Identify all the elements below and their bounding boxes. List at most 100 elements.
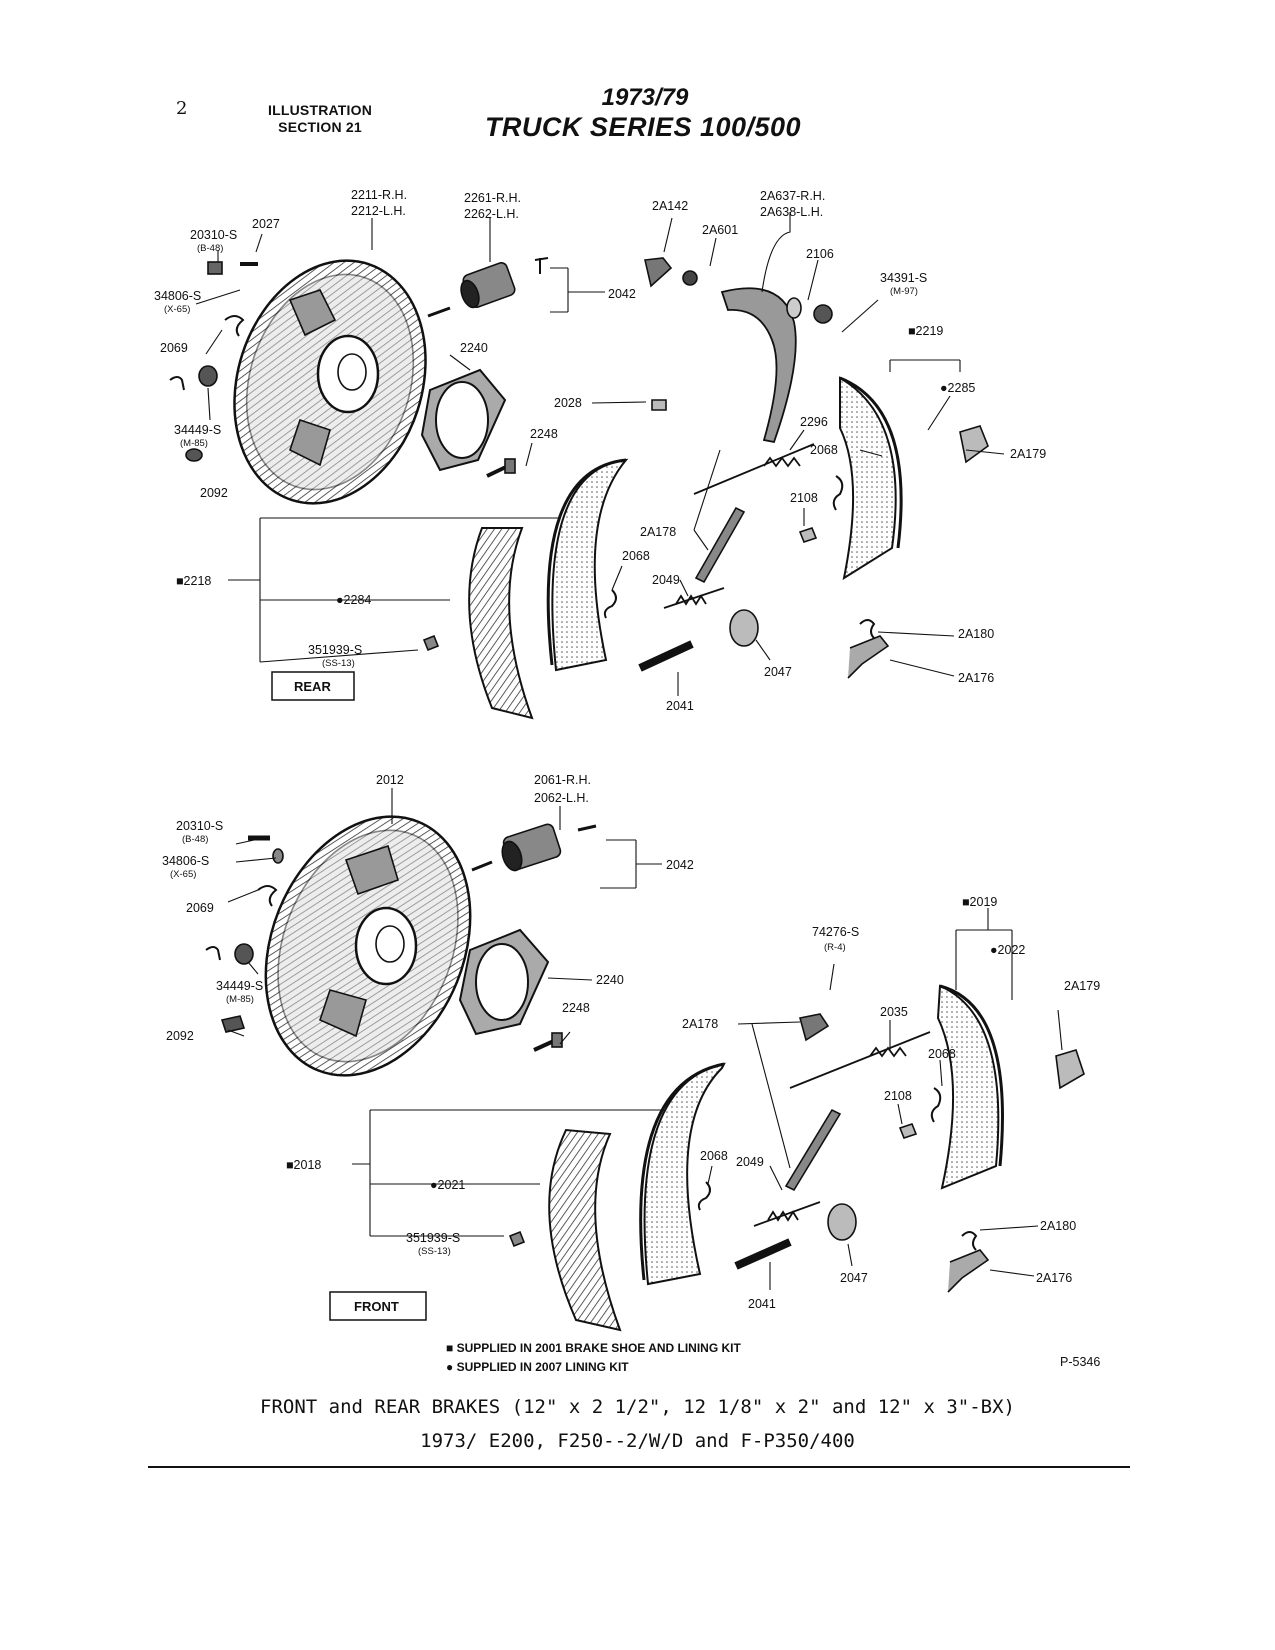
rear-bolt-2042b bbox=[427, 306, 451, 318]
front-spring-2068b bbox=[697, 1181, 711, 1211]
section-line-2: SECTION 21 bbox=[278, 119, 362, 135]
f-lbl-2A178: 2A178 bbox=[682, 1017, 718, 1031]
f-lbl-2A179: 2A179 bbox=[1064, 979, 1100, 993]
rear-dust-cover bbox=[420, 368, 507, 472]
lbl-2041: 2041 bbox=[666, 699, 694, 713]
f-lbl-2021: ●2021 bbox=[430, 1178, 465, 1192]
f-lbl-2069: 2069 bbox=[186, 901, 214, 915]
figure-reference: P-5346 bbox=[1060, 1355, 1100, 1369]
f-lbl-2061: 2061-R.H. bbox=[534, 773, 591, 787]
lbl-2A637: 2A637-R.H. bbox=[760, 189, 825, 203]
rear-pin-2028 bbox=[651, 399, 667, 411]
front-box: FRONT bbox=[329, 1291, 427, 1321]
lbl-2296: 2296 bbox=[800, 415, 828, 429]
lbl-2A179: 2A179 bbox=[1010, 447, 1046, 461]
f-lbl-34449-code: (M-85) bbox=[226, 994, 254, 1005]
rear-bleeder-screw bbox=[534, 257, 549, 274]
f-lbl-2018: ■2018 bbox=[286, 1158, 321, 1172]
front-assembly bbox=[205, 815, 1085, 1332]
lbl-2027: 2027 bbox=[252, 217, 280, 231]
f-lbl-74276-code: (R-4) bbox=[824, 942, 846, 953]
f-lbl-2041: 2041 bbox=[748, 1297, 776, 1311]
rear-bolt-2248-head bbox=[504, 458, 516, 474]
rear-wheel-cylinder bbox=[460, 262, 516, 309]
front-nut-34449 bbox=[234, 943, 254, 965]
lbl-2068b: 2068 bbox=[622, 549, 650, 563]
front-box-label: FRONT bbox=[354, 1299, 399, 1314]
section-label: ILLUSTRATION SECTION 21 bbox=[268, 102, 372, 136]
front-washer-34806 bbox=[272, 848, 284, 864]
rear-box: REAR bbox=[271, 671, 355, 701]
title-years: 1973/79 bbox=[601, 84, 689, 111]
f-lbl-20310-code: (B-48) bbox=[182, 834, 208, 845]
f-lbl-2022: ●2022 bbox=[990, 943, 1025, 957]
front-bolt-2042 bbox=[577, 824, 597, 832]
front-pin-2108 bbox=[898, 1123, 918, 1139]
rear-spring-2049 bbox=[663, 587, 725, 609]
legend-line-2: ● SUPPLIED IN 2007 LINING KIT bbox=[446, 1360, 629, 1374]
lbl-34449-code: (M-85) bbox=[180, 438, 208, 449]
front-pin-351939 bbox=[508, 1230, 526, 1248]
f-lbl-2019: ■2019 bbox=[962, 895, 997, 909]
lbl-2218: ■2218 bbox=[176, 574, 211, 588]
rear-nut-34449 bbox=[198, 365, 218, 387]
f-lbl-2012: 2012 bbox=[376, 773, 404, 787]
f-lbl-20310: 20310-S bbox=[176, 819, 223, 833]
lbl-2108: 2108 bbox=[790, 491, 818, 505]
rear-pin-2108 bbox=[798, 527, 818, 543]
lbl-2068a: 2068 bbox=[810, 443, 838, 457]
f-lbl-2248: 2248 bbox=[562, 1001, 590, 1015]
rear-spring-2068a bbox=[832, 475, 844, 511]
f-lbl-351939: 351939-S bbox=[406, 1231, 460, 1245]
front-dust-cover bbox=[458, 928, 550, 1036]
front-spring-2068a bbox=[930, 1087, 942, 1123]
rear-guide-2A142 bbox=[644, 257, 673, 288]
front-adjuster-screw-2047 bbox=[827, 1203, 857, 1241]
front-cam-2A179 bbox=[1055, 1049, 1085, 1090]
lbl-34391: 34391-S bbox=[880, 271, 927, 285]
lbl-2A601: 2A601 bbox=[702, 223, 738, 237]
front-spring-2035 bbox=[789, 1031, 931, 1089]
lbl-2219: ■2219 bbox=[908, 324, 943, 338]
title-series: TRUCK SERIES 100/500 bbox=[484, 112, 802, 142]
lbl-2248: 2248 bbox=[530, 427, 558, 441]
lbl-2047: 2047 bbox=[764, 665, 792, 679]
rear-bolt-20310 bbox=[207, 261, 223, 275]
lbl-2092: 2092 bbox=[200, 486, 228, 500]
legend-line-1: ■ SUPPLIED IN 2001 BRAKE SHOE AND LINING… bbox=[446, 1341, 742, 1355]
rear-primary-shoe bbox=[546, 458, 629, 672]
f-lbl-2A176: 2A176 bbox=[1036, 1271, 1072, 1285]
front-bolt-2042b bbox=[471, 860, 493, 872]
front-pivot-2041 bbox=[734, 1238, 792, 1270]
f-lbl-74276: 74276-S bbox=[812, 925, 859, 939]
front-spring-2069 bbox=[205, 885, 278, 961]
lbl-34806-code: (X-65) bbox=[164, 304, 190, 315]
rear-parking-lever bbox=[720, 287, 797, 444]
lbl-2042: 2042 bbox=[608, 287, 636, 301]
lbl-2A142: 2A142 bbox=[652, 199, 688, 213]
caption-line-1: FRONT and REAR BRAKES (12" x 2 1/2", 12 … bbox=[260, 1396, 1015, 1418]
rear-washer-2106 bbox=[786, 297, 802, 319]
rear-backing-plate bbox=[233, 259, 427, 505]
rear-spring-2069 bbox=[169, 315, 245, 391]
f-lbl-2035: 2035 bbox=[880, 1005, 908, 1019]
front-plug-2092 bbox=[220, 1015, 246, 1033]
rear-spring-2068b bbox=[603, 589, 617, 619]
rear-secondary-shoe bbox=[839, 376, 903, 581]
lbl-2212: 2212-L.H. bbox=[351, 204, 406, 218]
rear-lining bbox=[468, 527, 534, 720]
rear-pivot-2041 bbox=[638, 640, 694, 672]
f-lbl-2240: 2240 bbox=[596, 973, 624, 987]
rear-box-label: REAR bbox=[294, 679, 331, 694]
front-lining bbox=[548, 1128, 622, 1332]
f-lbl-351939-code: (SS-13) bbox=[418, 1246, 451, 1257]
f-lbl-34449: 34449-S bbox=[216, 979, 263, 993]
front-pawl-2A176 bbox=[947, 1249, 990, 1293]
rear-cam-2A179 bbox=[959, 425, 989, 464]
front-wheel-cylinder bbox=[501, 823, 562, 872]
lbl-2285: ●2285 bbox=[940, 381, 975, 395]
rear-pin-351939 bbox=[422, 634, 440, 652]
rear-labels: 2211-R.H. 2212-L.H. 20310-S (B-48) 2027 … bbox=[154, 188, 1046, 713]
rear-adjuster-screw-2047 bbox=[729, 609, 759, 647]
f-lbl-2A180: 2A180 bbox=[1040, 1219, 1076, 1233]
